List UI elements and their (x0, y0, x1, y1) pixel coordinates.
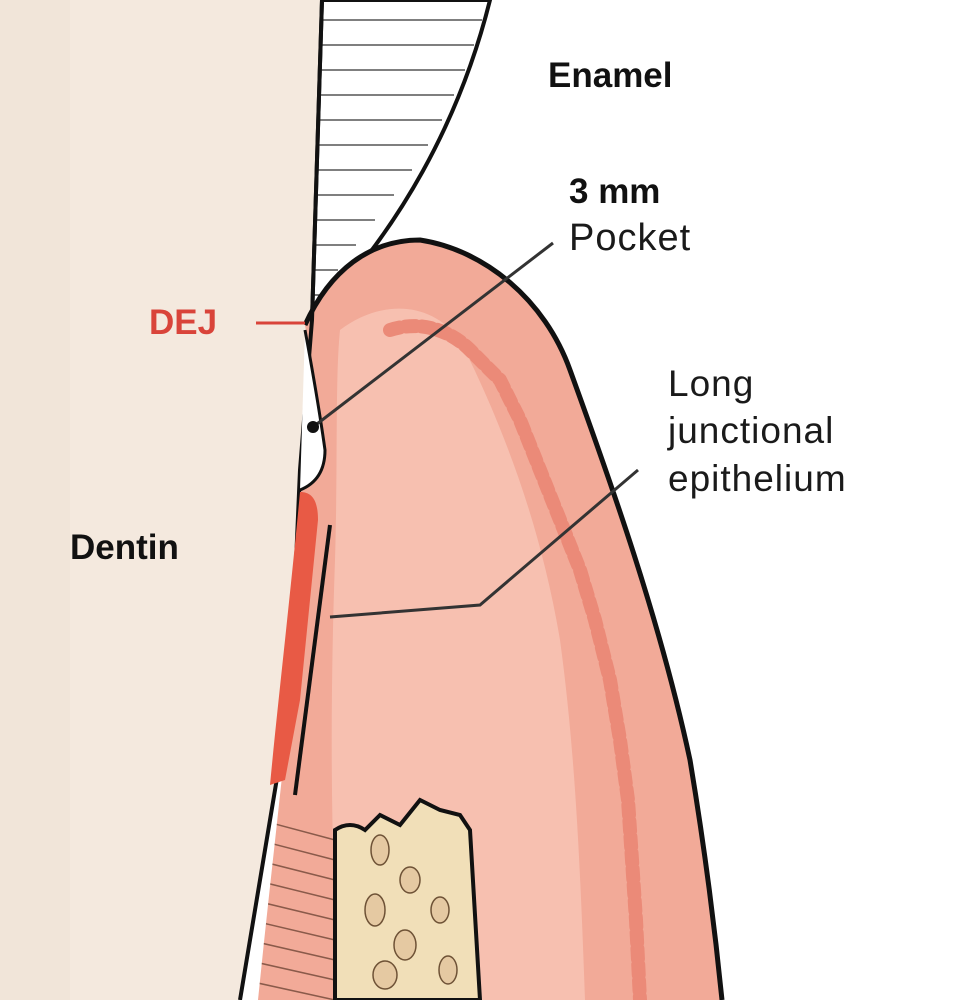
enamel-hatching (312, 19, 482, 296)
long-junctional-epithelium-label: Long junctional epithelium (668, 360, 847, 502)
pocket-depth-label: 3 mm (569, 172, 661, 211)
junctional-epithelium (270, 492, 318, 785)
pocket-sulcus (299, 329, 327, 492)
dentin-shading (0, 0, 70, 1000)
pocket-leader (312, 241, 554, 429)
pocket-depth-bar (293, 524, 332, 796)
lje-label-line-2: junctional (668, 410, 835, 452)
bone-marrow-spaces (364, 834, 458, 990)
enamel-label: Enamel (548, 56, 673, 95)
dentin-region (0, 0, 322, 1000)
pocket-label: Pocket (569, 217, 692, 259)
pocket-leader-dot (307, 421, 319, 433)
dentin-label: Dentin (70, 528, 179, 567)
lje-leader (329, 468, 639, 619)
dej-label: DEJ (149, 303, 218, 342)
alveolar-bone (333, 797, 483, 1000)
gingiva-outline (302, 237, 725, 1000)
leader-lines (256, 241, 639, 619)
lje-label-line-3: epithelium (668, 457, 847, 499)
lje-label-line-1: Long (668, 363, 755, 404)
epithelium-rete-pegs (383, 319, 647, 1000)
